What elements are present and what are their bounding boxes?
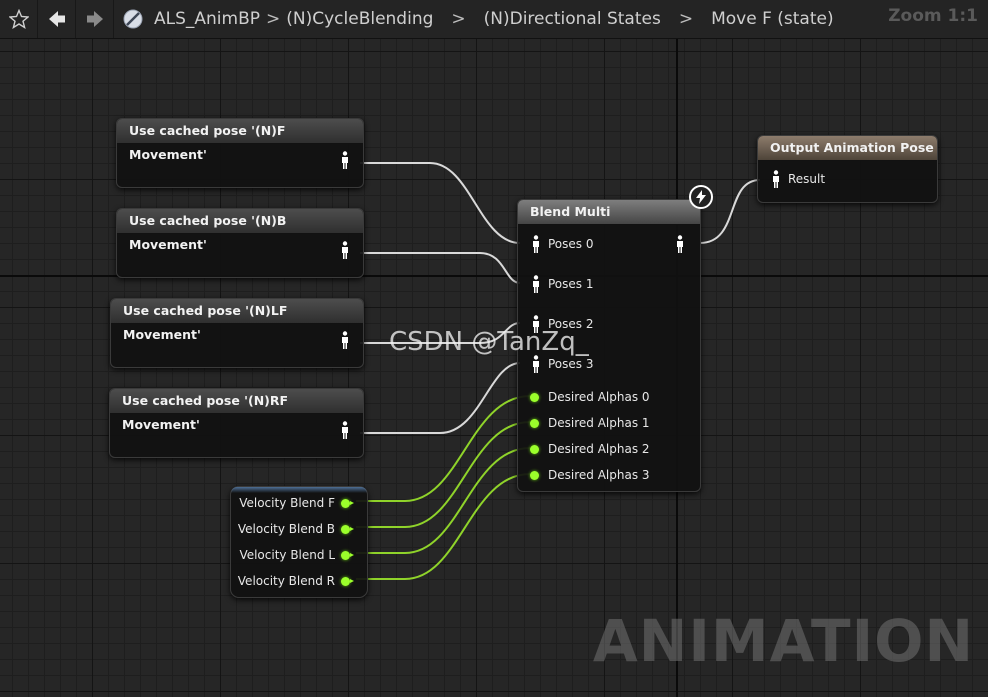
breadcrumb-item-animbp[interactable]: ALS_AnimBP [154,9,260,29]
node-title: Use cached pose '(N)RF Movement' [110,389,363,432]
output-animation-pose-node[interactable]: Output Animation Pose Result [757,135,938,203]
pose-pin-icon[interactable] [532,235,540,253]
pose-pin-icon[interactable] [341,421,349,439]
wire-pose-b [360,252,521,284]
float-output-pin-dot[interactable] [341,525,354,534]
float-pin-dot[interactable] [530,419,539,428]
arrow-left-icon [48,11,65,27]
pin-velocity-blend-r: Velocity Blend R [237,574,335,588]
float-pin-dot[interactable] [530,445,539,454]
star-icon [8,9,29,29]
float-output-pin-dot[interactable] [341,577,354,586]
wire-pose-f [360,162,521,244]
pin-velocity-blend-b: Velocity Blend B [237,522,335,536]
pose-pin-icon[interactable] [341,331,349,349]
breadcrumb-separator: > [266,9,281,29]
breadcrumb-toolbar: ALS_AnimBP > (N)CycleBlending > (N)Direc… [0,0,988,39]
node-title: Output Animation Pose [758,136,937,161]
back-button[interactable] [38,0,76,38]
pin-velocity-blend-f: Velocity Blend F [239,496,335,510]
velocity-blend-node[interactable]: Velocity Blend F Velocity Blend B Veloci… [230,486,368,598]
wire-alpha-2 [356,447,531,554]
float-pin-dot[interactable] [530,393,539,402]
breadcrumb-item-directional-states[interactable]: (N)Directional States [483,9,661,29]
wire-alpha-1 [356,421,531,528]
float-output-pin-dot[interactable] [341,551,354,560]
cached-pose-node-rf[interactable]: Use cached pose '(N)RF Movement' [109,388,364,458]
graph-origin-axis-horizontal [0,275,988,277]
favorite-button[interactable] [0,0,38,38]
pose-pin-icon[interactable] [532,355,540,373]
wire-pose-lf [360,322,521,344]
breadcrumb-item-move-f-state[interactable]: Move F (state) [711,9,834,29]
node-title: Use cached pose '(N)F Movement' [117,119,363,162]
breadcrumb-item-cycleblending[interactable]: (N)CycleBlending [286,9,434,29]
anim-graph-canvas[interactable]: Use cached pose '(N)F Movement' Use cach… [0,39,988,697]
pin-desired-alphas-1[interactable]: Desired Alphas 1 [548,416,650,430]
cached-pose-node-lf[interactable]: Use cached pose '(N)LF Movement' [110,298,364,368]
pose-pin-icon[interactable] [532,275,540,293]
pose-pin-icon[interactable] [341,151,349,169]
pin-poses-0[interactable]: Poses 0 [548,237,594,251]
wire-alpha-3 [356,473,531,580]
graph-wires [356,162,761,580]
pin-poses-3[interactable]: Poses 3 [548,357,594,371]
node-title: Blend Multi [518,200,700,225]
pin-velocity-blend-l: Velocity Blend L [239,548,335,562]
zoom-level: Zoom 1:1 [888,6,978,26]
float-output-pin-dot[interactable] [341,499,354,508]
blueprint-icon [123,9,143,29]
wire-pose-result [699,179,761,244]
node-title: Use cached pose '(N)B Movement' [117,209,363,252]
wire-pose-rf [360,362,521,434]
float-pin-dot[interactable] [530,471,539,480]
forward-button[interactable] [76,0,114,38]
graph-type-overlay: ANIMATION [592,607,974,675]
pin-desired-alphas-0[interactable]: Desired Alphas 0 [548,390,650,404]
node-title: Use cached pose '(N)LF Movement' [111,299,363,342]
breadcrumb-separator: > [451,9,466,29]
arrow-right-icon [86,11,103,27]
pin-desired-alphas-3[interactable]: Desired Alphas 3 [548,468,650,482]
pin-desired-alphas-2[interactable]: Desired Alphas 2 [548,442,650,456]
lightning-icon [689,185,713,209]
breadcrumb-separator: > [678,9,694,29]
watermark-text: CSDN @TanZq_ [389,327,589,357]
pose-pin-icon[interactable] [532,315,540,333]
pose-pin-icon[interactable] [772,170,780,188]
cached-pose-node-f[interactable]: Use cached pose '(N)F Movement' [116,118,364,188]
wire-alpha-0 [356,395,531,502]
pin-poses-2[interactable]: Poses 2 [548,317,594,331]
blend-multi-node[interactable]: Blend Multi Poses 0 Poses 1 Poses 2 Pose… [517,185,713,492]
breadcrumb: ALS_AnimBP > (N)CycleBlending > (N)Direc… [114,0,834,38]
pose-output-pin-icon[interactable] [676,235,684,253]
pose-pin-icon[interactable] [341,241,349,259]
cached-pose-node-b[interactable]: Use cached pose '(N)B Movement' [116,208,364,278]
pin-poses-1[interactable]: Poses 1 [548,277,594,291]
pin-result[interactable]: Result [788,172,826,186]
